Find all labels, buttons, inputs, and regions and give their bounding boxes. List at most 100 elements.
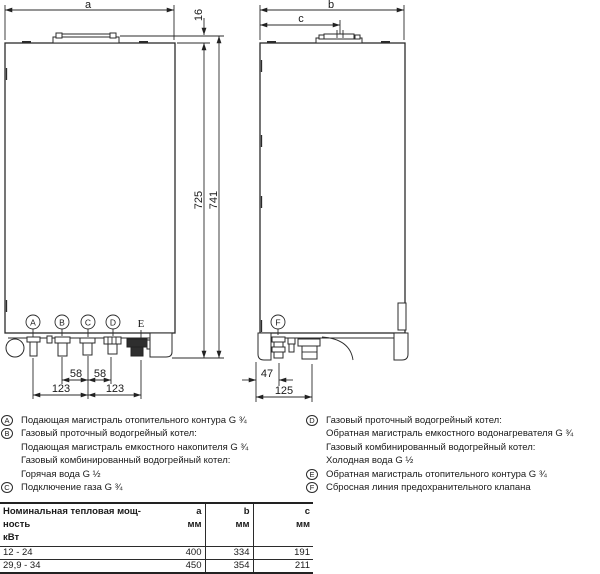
dimension-c: c [260,13,341,34]
legend-text: Газовый проточный водогрейный котел: [326,415,502,426]
trap-fitting [5,338,25,358]
legend-item-c: C Подключение газа G ¾ [1,481,301,494]
left-boiler-front-view: A B C D E a 16 7 [4,0,224,399]
connection-c-gas-pipe [79,337,96,356]
dim-label-125: 125 [275,385,293,397]
legend-marker-empty [306,442,318,453]
legend-marker-c: C [1,481,13,493]
header-power-line2: ность [3,519,31,530]
cell-power-range: 12 - 24 [0,546,160,560]
legend-marker-b: B [1,428,13,440]
connection-label-b: B [59,318,65,328]
header-c-unit: мм [295,519,310,530]
dimension-heights: 16 725 741 [120,9,224,359]
header-b-letter: b [243,506,250,517]
legend-text: Газовый проточный водогрейный котел: [21,428,197,440]
connection-label-f: F [275,318,280,328]
dimensions-table: Номинальная тепловая мощ- ность кВт a мм… [0,502,313,574]
dimension-bottom-spacings: 58 58 123 123 [32,356,142,399]
legend-text: Обратная магистраль отопительного контур… [326,468,547,480]
right-boiler-casing [259,42,406,334]
header-power-line1: Номинальная тепловая мощ- [3,506,141,517]
legend-marker-empty [1,455,13,466]
cell-a-value: 400 [160,546,205,560]
cell-b-value: 334 [204,546,253,560]
connection-label-d: D [110,318,116,328]
dimension-a: a [4,0,175,40]
legend-column-left: A Подающая магистраль отопительного конт… [1,414,301,494]
boiler-dimension-drawing: A B C D E a 16 7 [4,0,409,402]
legend-item-e: E Обратная магистраль отопительного конт… [306,468,600,481]
left-flue-collar [52,32,120,44]
dim-label-123-right: 123 [106,383,124,395]
legend-item-b-line4: Горячая вода G ½ [1,468,301,481]
small-fitting [287,337,296,353]
legend-text: Обратная магистраль емкостного водонагре… [326,428,574,440]
dimension-b: b [259,0,405,40]
header-a-unit: мм [187,519,202,530]
dimension-right-spacings: 47 125 [242,362,313,402]
legend-marker-empty [306,428,318,439]
connection-b-pipe [46,335,71,357]
legend-item-d-line4: Холодная вода G ½ [306,454,600,467]
right-bottom-connections [257,332,409,361]
legend-item-d-line2: Обратная магистраль емкостного водонагре… [306,427,600,440]
header-col-c: c мм [252,503,313,547]
table-row: 29,9 - 34 450 354 211 [0,559,313,574]
cell-c-value: 191 [252,546,313,560]
left-bottom-foot [149,332,173,358]
dim-label-47: 47 [261,368,273,380]
left-bottom-connections [5,332,173,358]
header-power-line3: кВт [3,532,20,543]
bottom-cover-curve [321,336,354,361]
side-connection-box [397,302,407,331]
legend-marker-empty [1,469,13,480]
dim-label-16: 16 [193,9,205,21]
right-bottom-foot-right [393,332,409,361]
legend-marker-e: E [306,468,318,480]
cell-a-value: 450 [160,559,205,574]
connection-labels: A B C D E [25,314,145,340]
legend-text: Газовый комбинированный водогрейный коте… [326,441,536,453]
dim-label-725: 725 [193,191,205,209]
connection-label-f-group: F [270,314,286,335]
right-boiler-front-view: F b c 47 125 [242,0,409,402]
dim-label-58-left: 58 [70,368,82,380]
header-b-unit: мм [235,519,250,530]
dim-label-123-left: 123 [52,383,70,395]
legend-text: Сбросная линия предохранительного клапан… [326,481,531,493]
table-header-row: Номинальная тепловая мощ- ность кВт a мм… [0,503,313,547]
legend-item-b: B Газовый проточный водогрейный котел: [1,427,301,440]
legend-marker-d: D [306,415,318,426]
right-flue-collar [315,30,363,44]
legend-text: Подающая магистраль емкостного накопител… [21,441,249,453]
legend-column-right: D Газовый проточный водогрейный котел: О… [306,414,600,494]
legend-marker-empty [306,455,318,466]
legend-text: Газовый комбинированный водогрейный коте… [21,455,231,467]
legend-text: Подключение газа G ¾ [21,481,123,493]
dim-label-b: b [328,0,334,11]
connection-label-c: C [85,318,91,328]
cell-c-value: 211 [252,559,313,574]
legend-text: Горячая вода G ½ [21,468,101,480]
left-boiler-casing [4,42,176,334]
connection-d-pipe [103,336,122,355]
legend-item-d-line3: Газовый комбинированный водогрейный коте… [306,441,600,454]
connection-a-pipe [26,336,41,357]
header-c-letter: c [304,506,310,517]
legend-marker-a: A [1,415,13,426]
legend-item-b-line2: Подающая магистраль емкостного накопител… [1,441,301,454]
legend-text: Холодная вода G ½ [326,455,414,467]
right-bottom-foot-left [257,332,272,361]
connection-label-e: E [138,318,145,330]
dim-label-58-right: 58 [94,368,106,380]
legend-text: Подающая магистраль отопительного контур… [21,415,247,426]
legend-item-a: A Подающая магистраль отопительного конт… [1,414,301,427]
dim-label-a: a [85,0,92,11]
header-a-letter: a [196,506,202,517]
header-power: Номинальная тепловая мощ- ность кВт [0,503,160,547]
safety-valve-discharge-pipe [271,336,286,359]
cell-power-range: 29,9 - 34 [0,559,160,574]
dim-label-c: c [298,13,304,25]
legend-marker-f: F [306,481,318,493]
